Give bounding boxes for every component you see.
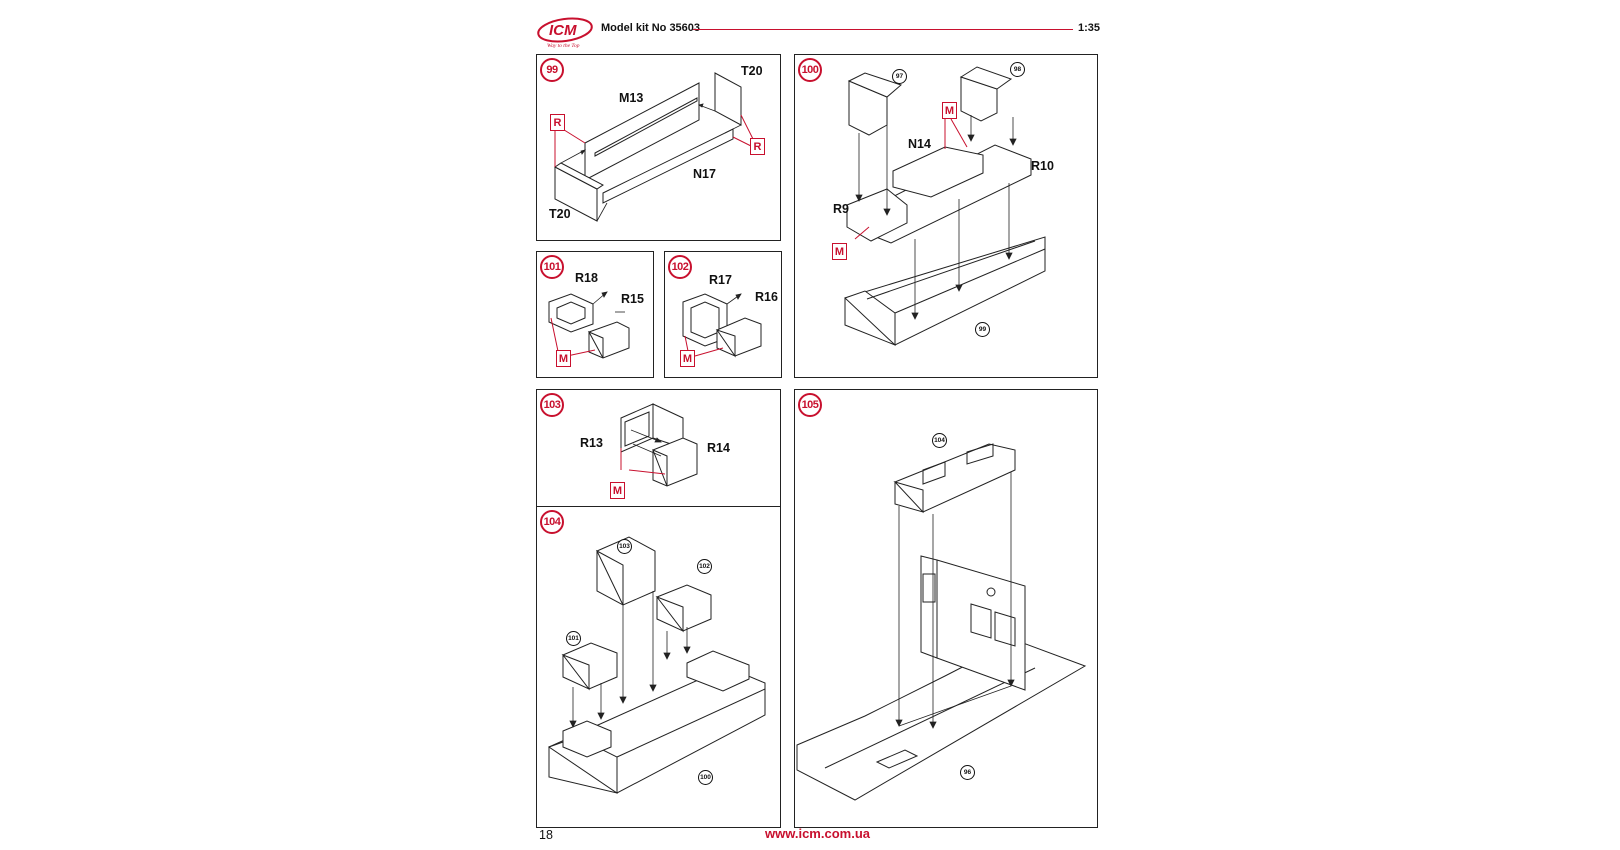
tag-m-bottom: M (832, 243, 847, 260)
step-105-drawing (796, 443, 1087, 801)
label-r9: R9 (833, 202, 849, 216)
tag-m: M (556, 350, 571, 367)
step-104-number: 104 (540, 510, 564, 534)
step-99-drawing (554, 72, 758, 222)
step-102-panel: 102 R17 R16 M (664, 251, 782, 378)
ref-102: 102 (697, 559, 712, 574)
step-99-number: 99 (540, 58, 564, 82)
kit-number: Model kit No 35603 (601, 22, 701, 34)
step-102-number: 102 (668, 255, 692, 279)
step-101-number: 101 (540, 255, 564, 279)
ref-104: 104 (932, 433, 947, 448)
ref-100: 100 (698, 770, 713, 785)
step-102-drawing (682, 293, 762, 358)
part-r13 (620, 403, 654, 453)
ref-98: 98 (1010, 62, 1025, 77)
floor-96 (796, 639, 1087, 801)
tub-99 (844, 236, 1046, 346)
step-103-drawing (620, 403, 698, 487)
block-103 (596, 536, 656, 606)
ref-97: 97 (892, 69, 907, 84)
wall-door (936, 559, 1026, 691)
ref-103: 103 (617, 539, 632, 554)
website-link[interactable]: www.icm.com.ua (765, 826, 870, 841)
logo-text: ICM (549, 22, 577, 39)
scale-label: 1:35 (1078, 22, 1101, 34)
part-n17 (602, 128, 734, 204)
label-r15: R15 (621, 292, 644, 306)
part-t20-right (714, 72, 742, 126)
logo-slogan: Way to the Top (547, 43, 580, 49)
tag-r-left: R (550, 114, 565, 131)
header-rule (693, 29, 1073, 31)
label-r13: R13 (580, 436, 603, 450)
label-n17: N17 (693, 167, 716, 181)
ref-96: 96 (960, 765, 975, 780)
label-m13: M13 (619, 91, 644, 105)
step-101-panel: 101 R18 R15 M (536, 251, 654, 378)
step-100-drawing (844, 66, 1046, 347)
step-104-drawing (547, 536, 766, 794)
label-r18: R18 (575, 271, 598, 285)
ref-99: 99 (975, 322, 990, 337)
label-r14: R14 (707, 441, 730, 455)
tag-r-right: R (750, 138, 765, 155)
step-99-panel: 99 M13 T20 N17 T20 R R (536, 54, 781, 241)
tag-m-top: M (942, 102, 957, 119)
label-t20-bottom: T20 (549, 207, 571, 221)
tag-m: M (680, 350, 695, 367)
ref-101: 101 (566, 631, 581, 646)
page-number: 18 (539, 828, 553, 842)
unit-104 (894, 443, 1016, 513)
label-r16: R16 (755, 290, 778, 304)
part-r18 (548, 293, 594, 333)
wall-left (920, 555, 938, 659)
tag-m: M (610, 482, 625, 499)
step-105-panel: 105 104 96 (794, 389, 1098, 828)
label-n14: N14 (908, 137, 931, 151)
step-100-number: 100 (798, 58, 822, 82)
step-103-number: 103 (540, 393, 564, 417)
step-101-drawing (548, 291, 630, 359)
block-102 (656, 584, 712, 632)
icm-logo: ICM Way to the Top (535, 16, 595, 50)
step-103-panel: 103 R13 R14 M (536, 389, 781, 507)
label-t20-top: T20 (741, 64, 763, 78)
step-105-number: 105 (798, 393, 822, 417)
part-m13 (584, 82, 700, 181)
block-101 (562, 642, 618, 690)
step-104-panel: 104 103 102 101 100 (536, 506, 781, 828)
label-r17: R17 (709, 273, 732, 287)
label-r10: R10 (1031, 159, 1054, 173)
step-100-panel: 100 97 98 99 N14 R10 R9 M M (794, 54, 1098, 378)
